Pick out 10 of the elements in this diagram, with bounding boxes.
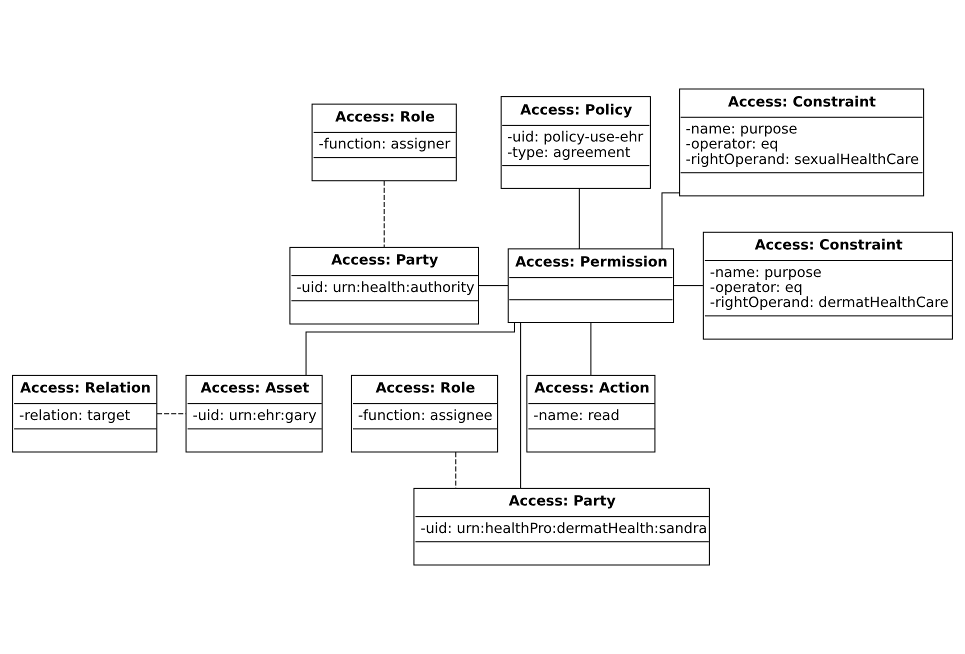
connector <box>306 322 515 376</box>
connector <box>455 452 456 488</box>
connector <box>384 180 385 248</box>
connector <box>661 192 680 249</box>
connector <box>157 413 186 414</box>
connector <box>590 322 592 375</box>
connector <box>520 322 522 488</box>
connector <box>478 285 508 286</box>
connector <box>674 285 703 286</box>
connector <box>578 188 580 249</box>
